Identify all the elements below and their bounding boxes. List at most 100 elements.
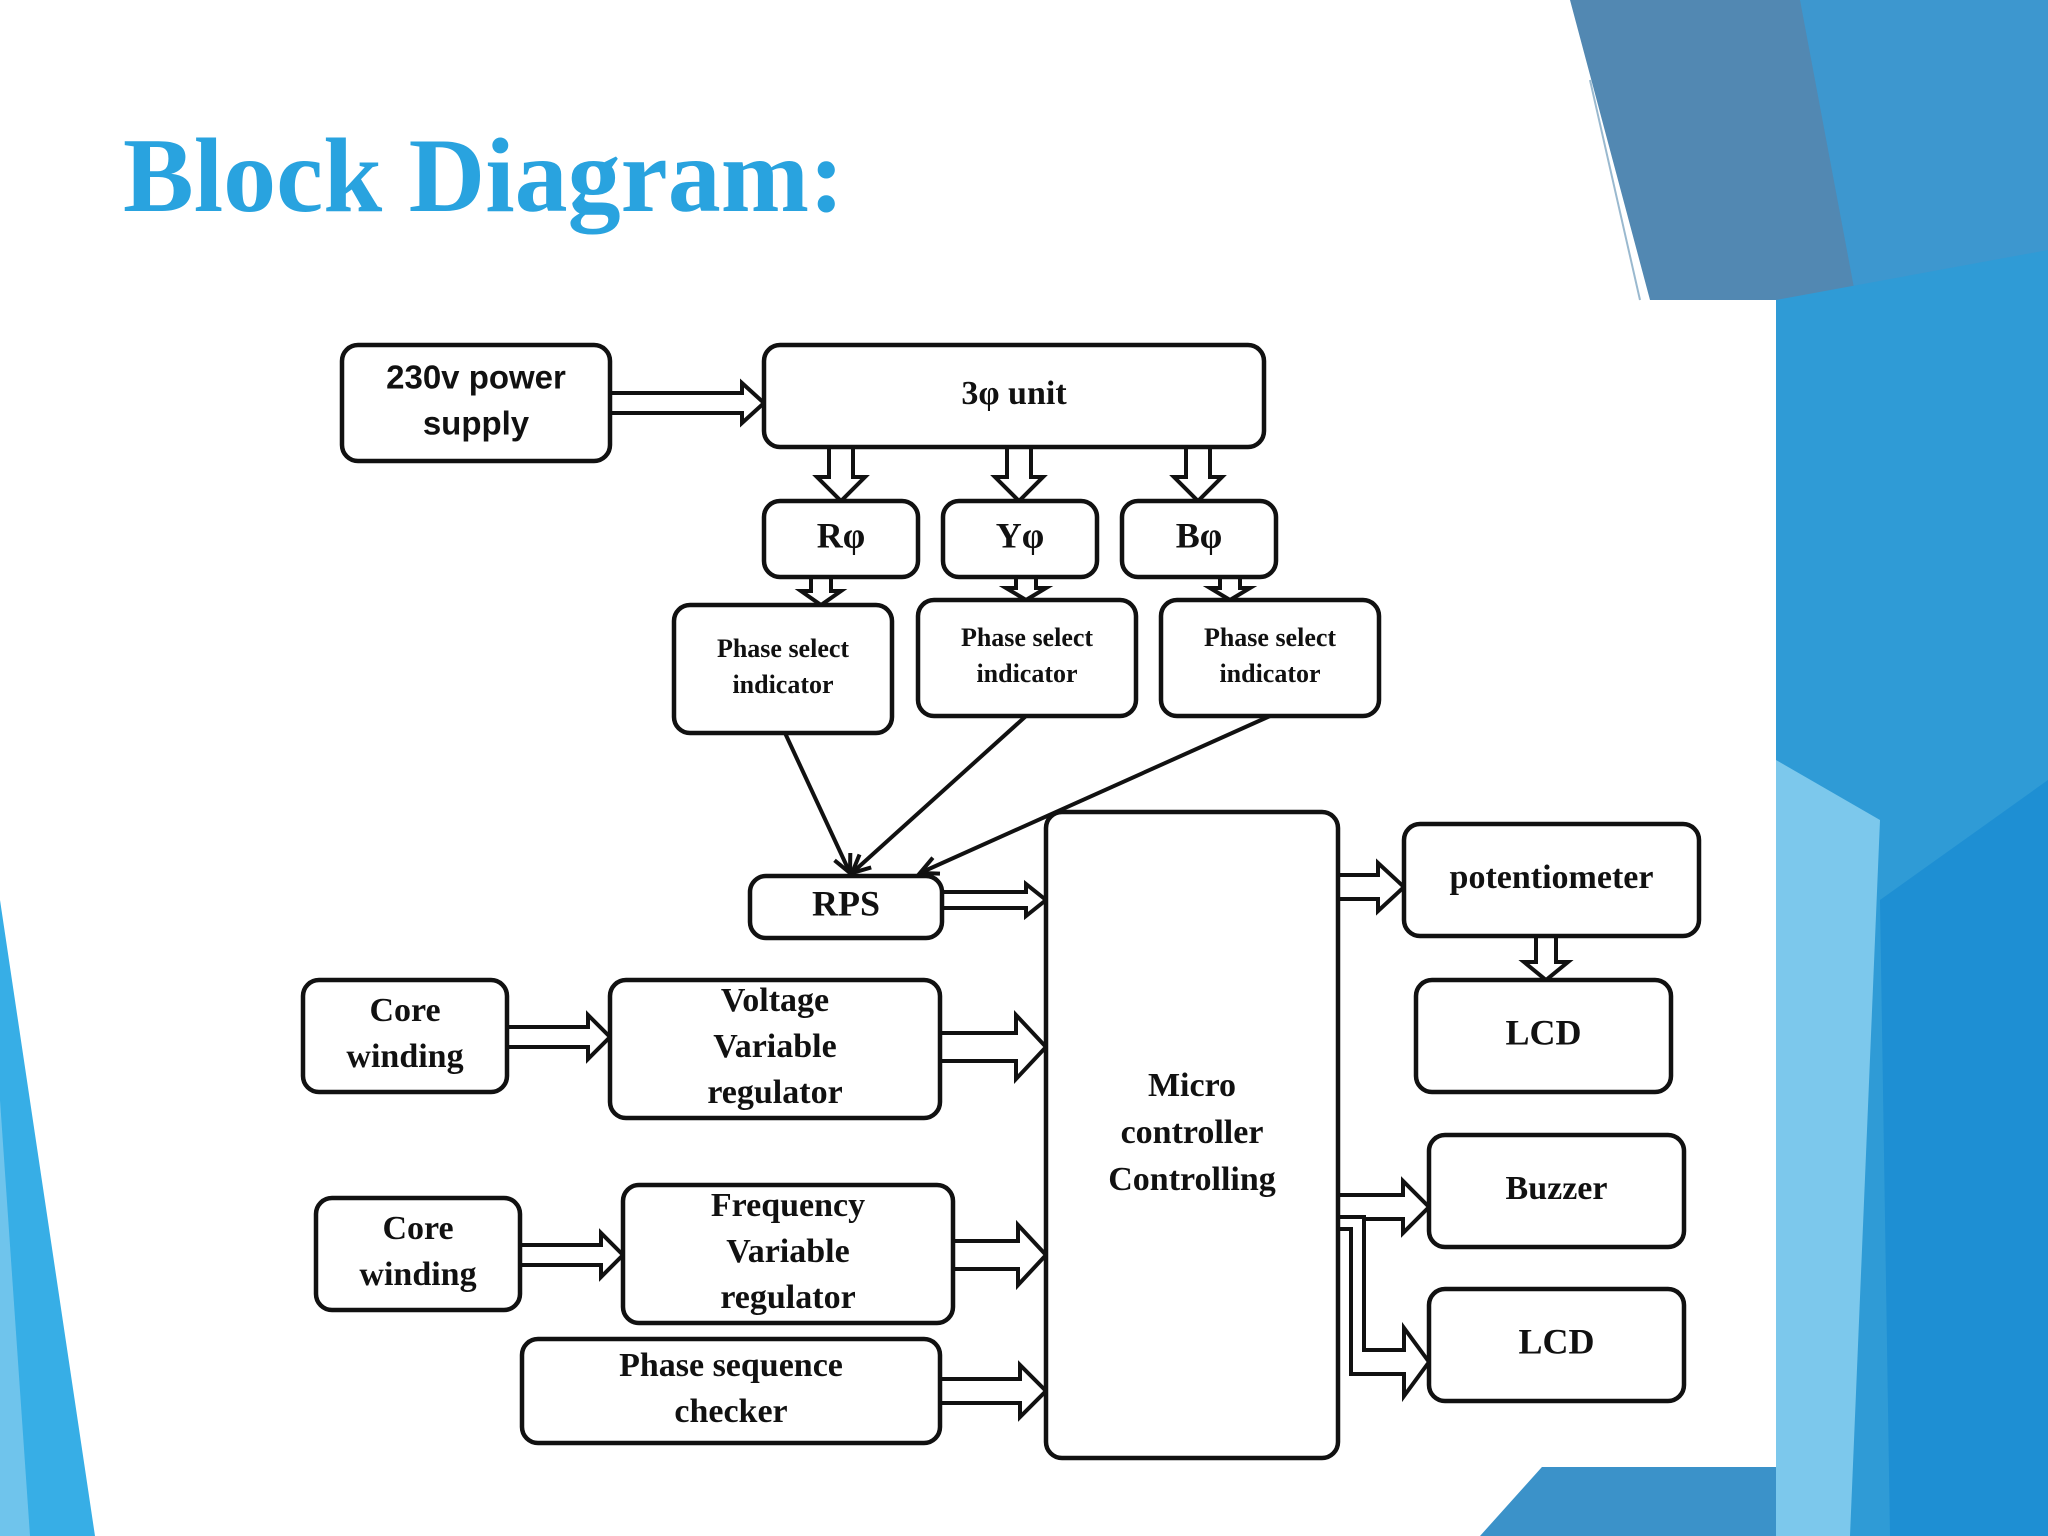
node-y-phase-box xyxy=(940,498,1100,580)
node-phase-indicator-b: Phase select indicator xyxy=(1158,597,1382,719)
node-phase-indicator-y-label-1: Phase select xyxy=(961,623,1093,652)
node-lcd-1-box xyxy=(1413,977,1674,1095)
node-phase-indicator-r-box xyxy=(671,602,895,736)
node-phase-indicator-y-box xyxy=(915,597,1139,719)
node-phase-indicator-r-label-2: indicator xyxy=(732,670,833,699)
node-b-phase: Bφ xyxy=(1119,498,1279,580)
block-arrow-down-6 xyxy=(998,575,1054,603)
node-rps-box xyxy=(747,873,945,941)
bg-shard-right-dark xyxy=(1880,780,2048,1536)
bg-shard-right-light xyxy=(1776,760,1880,1536)
node-phase-sequence-checker-label-2: checker xyxy=(674,1393,787,1430)
block-arrow-right-1 xyxy=(608,378,767,428)
node-phase-indicator-r-label-1: Phase select xyxy=(717,634,849,663)
node-power-supply: 230v power supply xyxy=(339,342,613,464)
node-three-phase-unit-label-1: 3φ unit xyxy=(961,375,1067,412)
node-potentiometer: potentiometer xyxy=(1401,821,1702,939)
node-core-winding-2-label-2: winding xyxy=(359,1256,476,1293)
arrow-indicator-r-to-rps xyxy=(783,732,853,878)
node-three-phase-unit-box xyxy=(761,342,1267,450)
block-arrow-right-9 xyxy=(505,1010,613,1064)
arrow-indicator-y-to-rps xyxy=(848,714,1028,877)
node-three-phase-unit: 3φ unit xyxy=(761,342,1267,450)
node-b-phase-box xyxy=(1119,498,1279,580)
bg-shard-left-light xyxy=(0,1100,30,1536)
node-phase-indicator-b-box xyxy=(1158,597,1382,719)
block-arrow-down-5 xyxy=(794,575,848,608)
node-b-phase-label-1: Bφ xyxy=(1176,515,1222,555)
node-potentiometer-box xyxy=(1401,821,1702,939)
node-frequency-regulator-box xyxy=(620,1182,956,1326)
block-arrow-right-13 xyxy=(938,1360,1049,1422)
node-voltage-regulator-label-2: Variable xyxy=(713,1028,836,1065)
node-microcontroller-label-2: controller xyxy=(1121,1114,1264,1151)
node-microcontroller-box xyxy=(1043,809,1341,1461)
node-core-winding-1-label-2: winding xyxy=(346,1038,463,1075)
node-core-winding-1: Core winding xyxy=(300,977,510,1095)
node-rps: RPS xyxy=(747,873,945,941)
node-power-supply-label-1: 230v power xyxy=(386,359,566,396)
block-arrow-right-14 xyxy=(1336,858,1407,916)
node-core-winding-2: Core winding xyxy=(313,1195,523,1313)
node-rps-label-1: RPS xyxy=(812,883,880,923)
node-lcd-2-box xyxy=(1426,1286,1687,1404)
node-microcontroller-label-3: Controlling xyxy=(1108,1161,1276,1198)
node-core-winding-1-box xyxy=(300,977,510,1095)
node-microcontroller-label-1: Micro xyxy=(1148,1067,1236,1104)
node-y-phase-label-1: Yφ xyxy=(996,515,1044,555)
node-lcd-1: LCD xyxy=(1413,977,1674,1095)
node-phase-indicator-b-label-1: Phase select xyxy=(1204,623,1336,652)
node-phase-indicator-r: Phase select indicator xyxy=(671,602,895,736)
connectors xyxy=(505,378,1574,1422)
slide-title: Block Diagram: xyxy=(123,117,845,234)
node-phase-indicator-b-label-2: indicator xyxy=(1219,659,1320,688)
node-power-supply-box xyxy=(339,342,613,464)
block-arrow-down-2 xyxy=(812,445,870,504)
node-frequency-regulator-label-2: Variable xyxy=(726,1233,849,1270)
node-phase-sequence-checker-box xyxy=(519,1336,943,1446)
node-phase-indicator-y: Phase select indicator xyxy=(915,597,1139,719)
bg-shard-left xyxy=(0,900,95,1536)
block-arrow-down-7 xyxy=(1202,575,1258,603)
block-arrow-right-10 xyxy=(938,1009,1049,1085)
node-y-phase: Yφ xyxy=(940,498,1100,580)
node-frequency-regulator-label-3: regulator xyxy=(720,1279,855,1316)
bg-line xyxy=(1589,79,1641,301)
node-core-winding-2-box xyxy=(313,1195,523,1313)
node-voltage-regulator-box xyxy=(607,977,943,1121)
node-r-phase-box xyxy=(761,498,921,580)
block-arrow-right-8 xyxy=(940,879,1050,921)
node-power-supply-label-2: supply xyxy=(423,405,530,442)
indicator-to-rps-arrows xyxy=(783,714,1271,878)
block-arrow-down-3 xyxy=(990,445,1048,504)
node-r-phase: Rφ xyxy=(761,498,921,580)
node-buzzer-box xyxy=(1426,1132,1687,1250)
node-lcd-1-label-1: LCD xyxy=(1505,1012,1581,1052)
block-arrow-right-11 xyxy=(518,1228,626,1282)
block-arrow-right-12 xyxy=(951,1219,1049,1291)
node-r-phase-label-1: Rφ xyxy=(817,515,865,555)
node-phase-sequence-checker: Phase sequence checker xyxy=(519,1336,943,1446)
node-frequency-regulator-label-1: Frequency xyxy=(711,1187,865,1224)
node-voltage-regulator-label-3: regulator xyxy=(707,1074,842,1111)
node-voltage-regulator-label-1: Voltage xyxy=(721,982,829,1019)
node-phase-indicator-y-label-2: indicator xyxy=(976,659,1077,688)
node-core-winding-1-label-1: Core xyxy=(369,992,440,1029)
node-core-winding-2-label-1: Core xyxy=(382,1210,453,1247)
node-buzzer-label-1: Buzzer xyxy=(1506,1170,1608,1207)
node-phase-sequence-checker-label-1: Phase sequence xyxy=(619,1347,843,1384)
block-arrow-mcu-to-lcd-2 xyxy=(1336,1215,1432,1403)
block-arrow-down-4 xyxy=(1169,445,1227,504)
node-lcd-2-label-1: LCD xyxy=(1518,1321,1594,1361)
node-potentiometer-label-1: potentiometer xyxy=(1450,859,1654,896)
arrow-indicator-b-to-rps xyxy=(915,714,1271,876)
node-lcd-2: LCD xyxy=(1426,1286,1687,1404)
block-arrow-down-15 xyxy=(1518,934,1574,983)
node-buzzer: Buzzer xyxy=(1426,1132,1687,1250)
